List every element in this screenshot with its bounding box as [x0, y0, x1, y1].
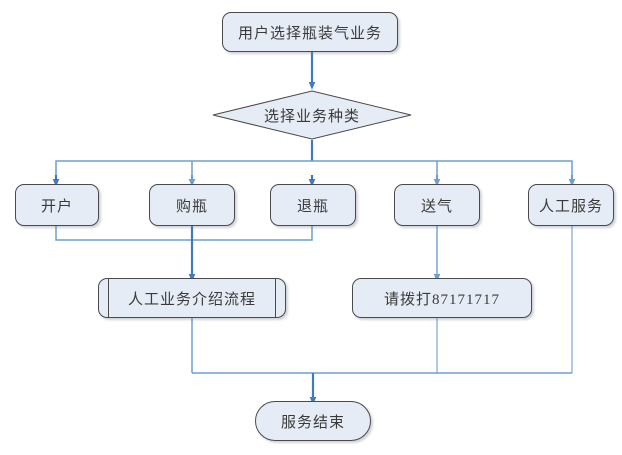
edge-option1-merge — [55, 226, 192, 241]
node-option1-label: 开户 — [40, 198, 73, 215]
node-end-label: 服务结束 — [280, 414, 345, 431]
node-option-buy-bottle[interactable]: 购瓶 — [149, 184, 235, 226]
node-option-deliver-gas[interactable]: 送气 — [394, 184, 480, 226]
node-decision[interactable]: 选择业务种类 — [212, 90, 412, 140]
node-option-open-account[interactable]: 开户 — [15, 184, 99, 226]
node-start-label: 用户选择瓶装气业务 — [237, 25, 382, 42]
node-end[interactable]: 服务结束 — [255, 401, 371, 441]
node-call-number[interactable]: 请拨打87171717 — [352, 278, 532, 318]
predefined-process-bar-left — [108, 279, 109, 317]
diamond-shape — [212, 90, 412, 140]
node-call-number-label: 请拨打87171717 — [383, 291, 500, 308]
node-decision-label: 选择业务种类 — [263, 108, 360, 125]
node-option2-label: 购瓶 — [175, 198, 208, 215]
edge-option3-merge — [192, 226, 313, 241]
node-start[interactable]: 用户选择瓶装气业务 — [222, 12, 398, 52]
edge-bus-top-right — [312, 160, 573, 181]
node-option-return-bottle[interactable]: 退瓶 — [270, 184, 356, 226]
predefined-process-bar-right — [275, 279, 276, 317]
node-option-manual-service[interactable]: 人工服务 — [528, 184, 614, 226]
node-option3-label: 退瓶 — [296, 198, 329, 215]
edge-bus-top-left — [55, 160, 312, 181]
node-option5-label: 人工服务 — [538, 198, 603, 215]
node-option4-label: 送气 — [420, 198, 453, 215]
node-manual-process[interactable]: 人工业务介绍流程 — [98, 278, 286, 318]
node-manual-process-label: 人工业务介绍流程 — [127, 291, 256, 308]
